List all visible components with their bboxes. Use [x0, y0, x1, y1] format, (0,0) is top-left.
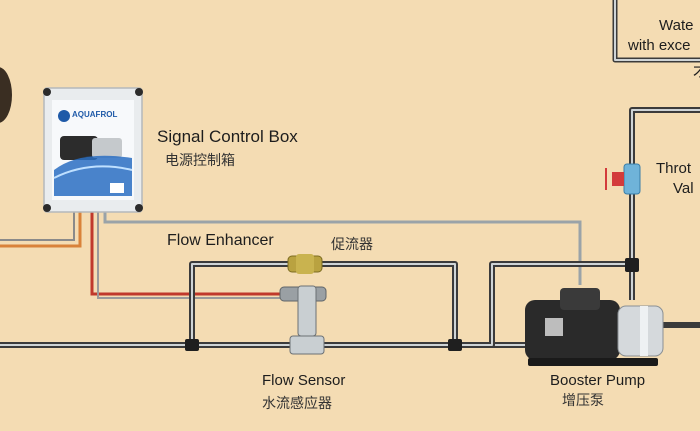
throttle-valve-label-line2: Val: [673, 180, 694, 197]
flow-sensor-label-zh: 水流感应器: [262, 396, 332, 412]
left-edge-device: [0, 67, 12, 123]
throttle-valve-label-line1: Throt: [656, 160, 692, 177]
booster-pump: [525, 288, 664, 366]
tee-fitting: [625, 258, 639, 272]
water-note-line3: 才: [693, 60, 700, 81]
signal-control-box: [43, 87, 143, 213]
brand-name: AQUAFROL: [72, 110, 118, 119]
junction-fittings: [185, 258, 639, 351]
booster-pump-label-zh: 增压泵: [562, 393, 604, 409]
tee-fitting: [448, 339, 462, 351]
valve-handle: [612, 172, 624, 186]
flow-enhancer-label: Flow Enhancer: [167, 232, 274, 249]
control-box-title-zh: 电源控制箱: [165, 153, 235, 169]
water-note-line1: Wate: [659, 17, 694, 34]
flow-enhancer: [287, 254, 323, 274]
control-cables: [0, 210, 582, 299]
throttle-valve: [605, 163, 641, 195]
pump-photo: [60, 136, 98, 160]
control-box-title: Signal Control Box: [157, 127, 298, 146]
brand-logo-icon: [58, 110, 70, 122]
tee-fitting: [185, 339, 199, 351]
water-note-line2: with exce: [628, 37, 691, 54]
flow-sensor-label: Flow Sensor: [262, 372, 346, 389]
flow-enhancer-label-zh: 促流器: [331, 237, 373, 253]
pipes: [0, 0, 700, 348]
flow-sensor: [279, 285, 327, 355]
booster-pump-label: Booster Pump: [550, 372, 646, 389]
